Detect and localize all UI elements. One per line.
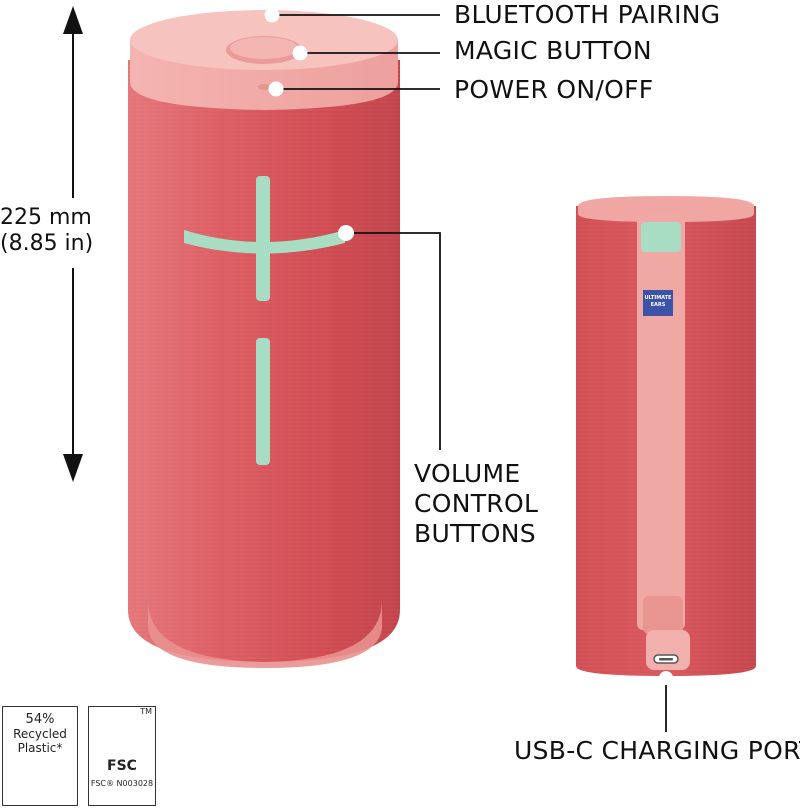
recycled-percent: 54% bbox=[25, 712, 55, 727]
recycled-word: Recycled bbox=[13, 727, 67, 741]
volume-label-line-2: CONTROL bbox=[414, 489, 539, 518]
height-imperial: (8.85 in) bbox=[0, 231, 94, 256]
volume-control-label: VOLUME CONTROL BUTTONS bbox=[414, 459, 538, 549]
leader-lines bbox=[264, 7, 673, 732]
usb-c-label: USB-C CHARGING PORT bbox=[514, 736, 800, 765]
brand-tag-line-1: ULTIMATE bbox=[644, 295, 672, 301]
height-dimension-arrow bbox=[63, 6, 83, 482]
bluetooth-pairing-label: BLUETOOTH PAIRING bbox=[454, 0, 721, 29]
volume-buttons bbox=[184, 176, 345, 465]
magic-button-label: MAGIC BUTTON bbox=[454, 36, 652, 65]
height-metric: 225 mm bbox=[0, 205, 92, 230]
brand-tag: ULTIMATE EARS bbox=[643, 290, 673, 316]
height-dimension-label: 225 mm (8.85 in) bbox=[0, 205, 150, 257]
volume-plus-horizontal bbox=[184, 230, 345, 254]
brand-tag-line-2: EARS bbox=[650, 302, 666, 308]
recycled-plastic-badge: 54% Recycled Plastic* bbox=[2, 706, 78, 806]
fsc-code: FSC® N003028 bbox=[90, 779, 154, 788]
speaker-back-view bbox=[576, 196, 756, 676]
fsc-trademark: TM bbox=[140, 707, 152, 716]
plastic-word: Plastic* bbox=[17, 741, 63, 755]
fsc-mark: FSC bbox=[107, 758, 137, 774]
volume-label-line-3: BUTTONS bbox=[414, 519, 536, 548]
volume-label-line-1: VOLUME bbox=[414, 459, 521, 488]
volume-minus bbox=[256, 338, 270, 465]
power-label: POWER ON/OFF bbox=[454, 75, 654, 104]
volume-plus-vertical bbox=[256, 176, 270, 301]
fsc-badge: TM FSC FSC® N003028 bbox=[88, 706, 156, 806]
